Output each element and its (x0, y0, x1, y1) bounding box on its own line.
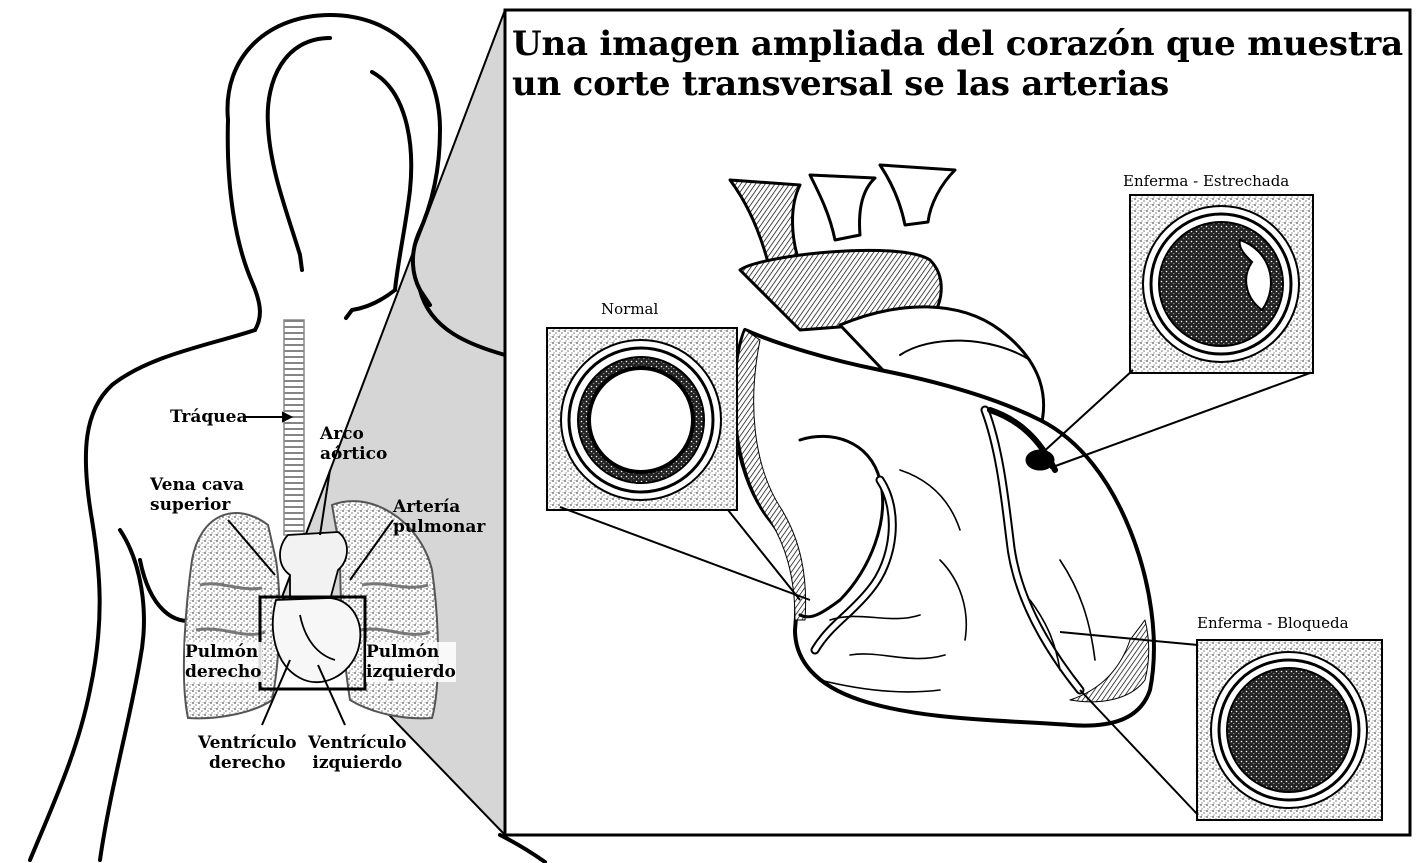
label-left-lung-line2: izquierdo (366, 662, 456, 682)
label-rv-line1: Ventrículo (198, 733, 297, 753)
narrowed-cross-section (1130, 195, 1313, 373)
small-heart (273, 532, 360, 682)
label-right-lung-line2: derecho (185, 662, 262, 682)
label-aortic-arch-line2: aórtico (320, 444, 387, 464)
label-left-lung-line1: Pulmón (366, 642, 456, 662)
label-left-ventricle: Ventrículo izquierdo (308, 733, 407, 773)
label-superior-vena-cava: Vena cava superior (150, 475, 244, 515)
label-pulmonary-artery: Artería pulmonar (393, 497, 485, 537)
label-pa-line1: Artería (393, 497, 485, 517)
diagram-title: Una imagen ampliada del corazón que mues… (512, 24, 1412, 104)
label-pa-line2: pulmonar (393, 517, 485, 537)
label-narrowed: Enferma - Estrechada (1123, 172, 1289, 190)
title-line-2: un corte transversal se las arterias (512, 64, 1412, 104)
trachea (284, 320, 304, 535)
label-svc-line2: superior (150, 495, 244, 515)
label-lv-line2: izquierdo (308, 753, 407, 773)
label-right-lung-line1: Pulmón (185, 642, 262, 662)
label-right-ventricle: Ventrículo derecho (198, 733, 297, 773)
label-svc-line1: Vena cava (150, 475, 244, 495)
label-lv-line1: Ventrículo (308, 733, 407, 753)
label-rv-line2: derecho (198, 753, 297, 773)
label-right-lung: Pulmón derecho (185, 642, 262, 682)
label-blocked: Enferma - Bloqueda (1197, 614, 1349, 632)
label-aortic-arch-line1: Arco (320, 424, 387, 444)
title-line-1: Una imagen ampliada del corazón que mues… (512, 24, 1412, 64)
label-normal: Normal (601, 300, 658, 318)
blocked-cross-section (1197, 640, 1382, 820)
label-trachea: Tráquea (170, 407, 247, 427)
label-aortic-arch: Arco aórtico (320, 424, 387, 464)
normal-cross-section (547, 328, 737, 510)
label-left-lung: Pulmón izquierdo (366, 642, 456, 682)
